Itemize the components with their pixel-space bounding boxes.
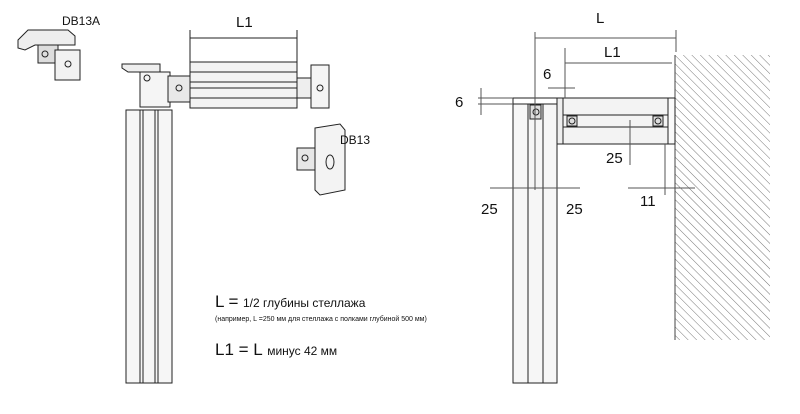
dim-11: 11	[640, 193, 656, 210]
db13a-connector	[17, 29, 81, 81]
db13-connector	[296, 123, 346, 196]
dim-6-left: 6	[455, 94, 464, 111]
dimension-lines	[478, 30, 695, 195]
dim-25-beam: 25	[606, 150, 623, 167]
db13-label: DB13	[340, 133, 371, 147]
end-bracket	[296, 64, 330, 109]
l1-right-label: L1	[604, 44, 621, 61]
left-post	[125, 109, 173, 384]
l1-left-label: L1	[236, 14, 253, 31]
left-bracket	[121, 63, 191, 108]
dim-25-left: 25	[481, 201, 498, 218]
right-beam	[556, 97, 676, 145]
dim-6-top: 6	[543, 66, 552, 83]
db13a-label: DB13A	[62, 14, 101, 28]
l-right-label: L	[596, 10, 605, 27]
l1-dimension-left	[189, 30, 298, 62]
formula-example: (например, L =250 мм для стеллажа с полк…	[215, 316, 427, 323]
formula-l: L = 1/2 глубины стеллажа	[215, 292, 366, 311]
dim-25-right: 25	[566, 201, 583, 218]
left-beam	[189, 61, 298, 109]
wall-hatch	[675, 55, 770, 340]
formula-l1: L1 = L минус 42 мм	[215, 340, 338, 359]
